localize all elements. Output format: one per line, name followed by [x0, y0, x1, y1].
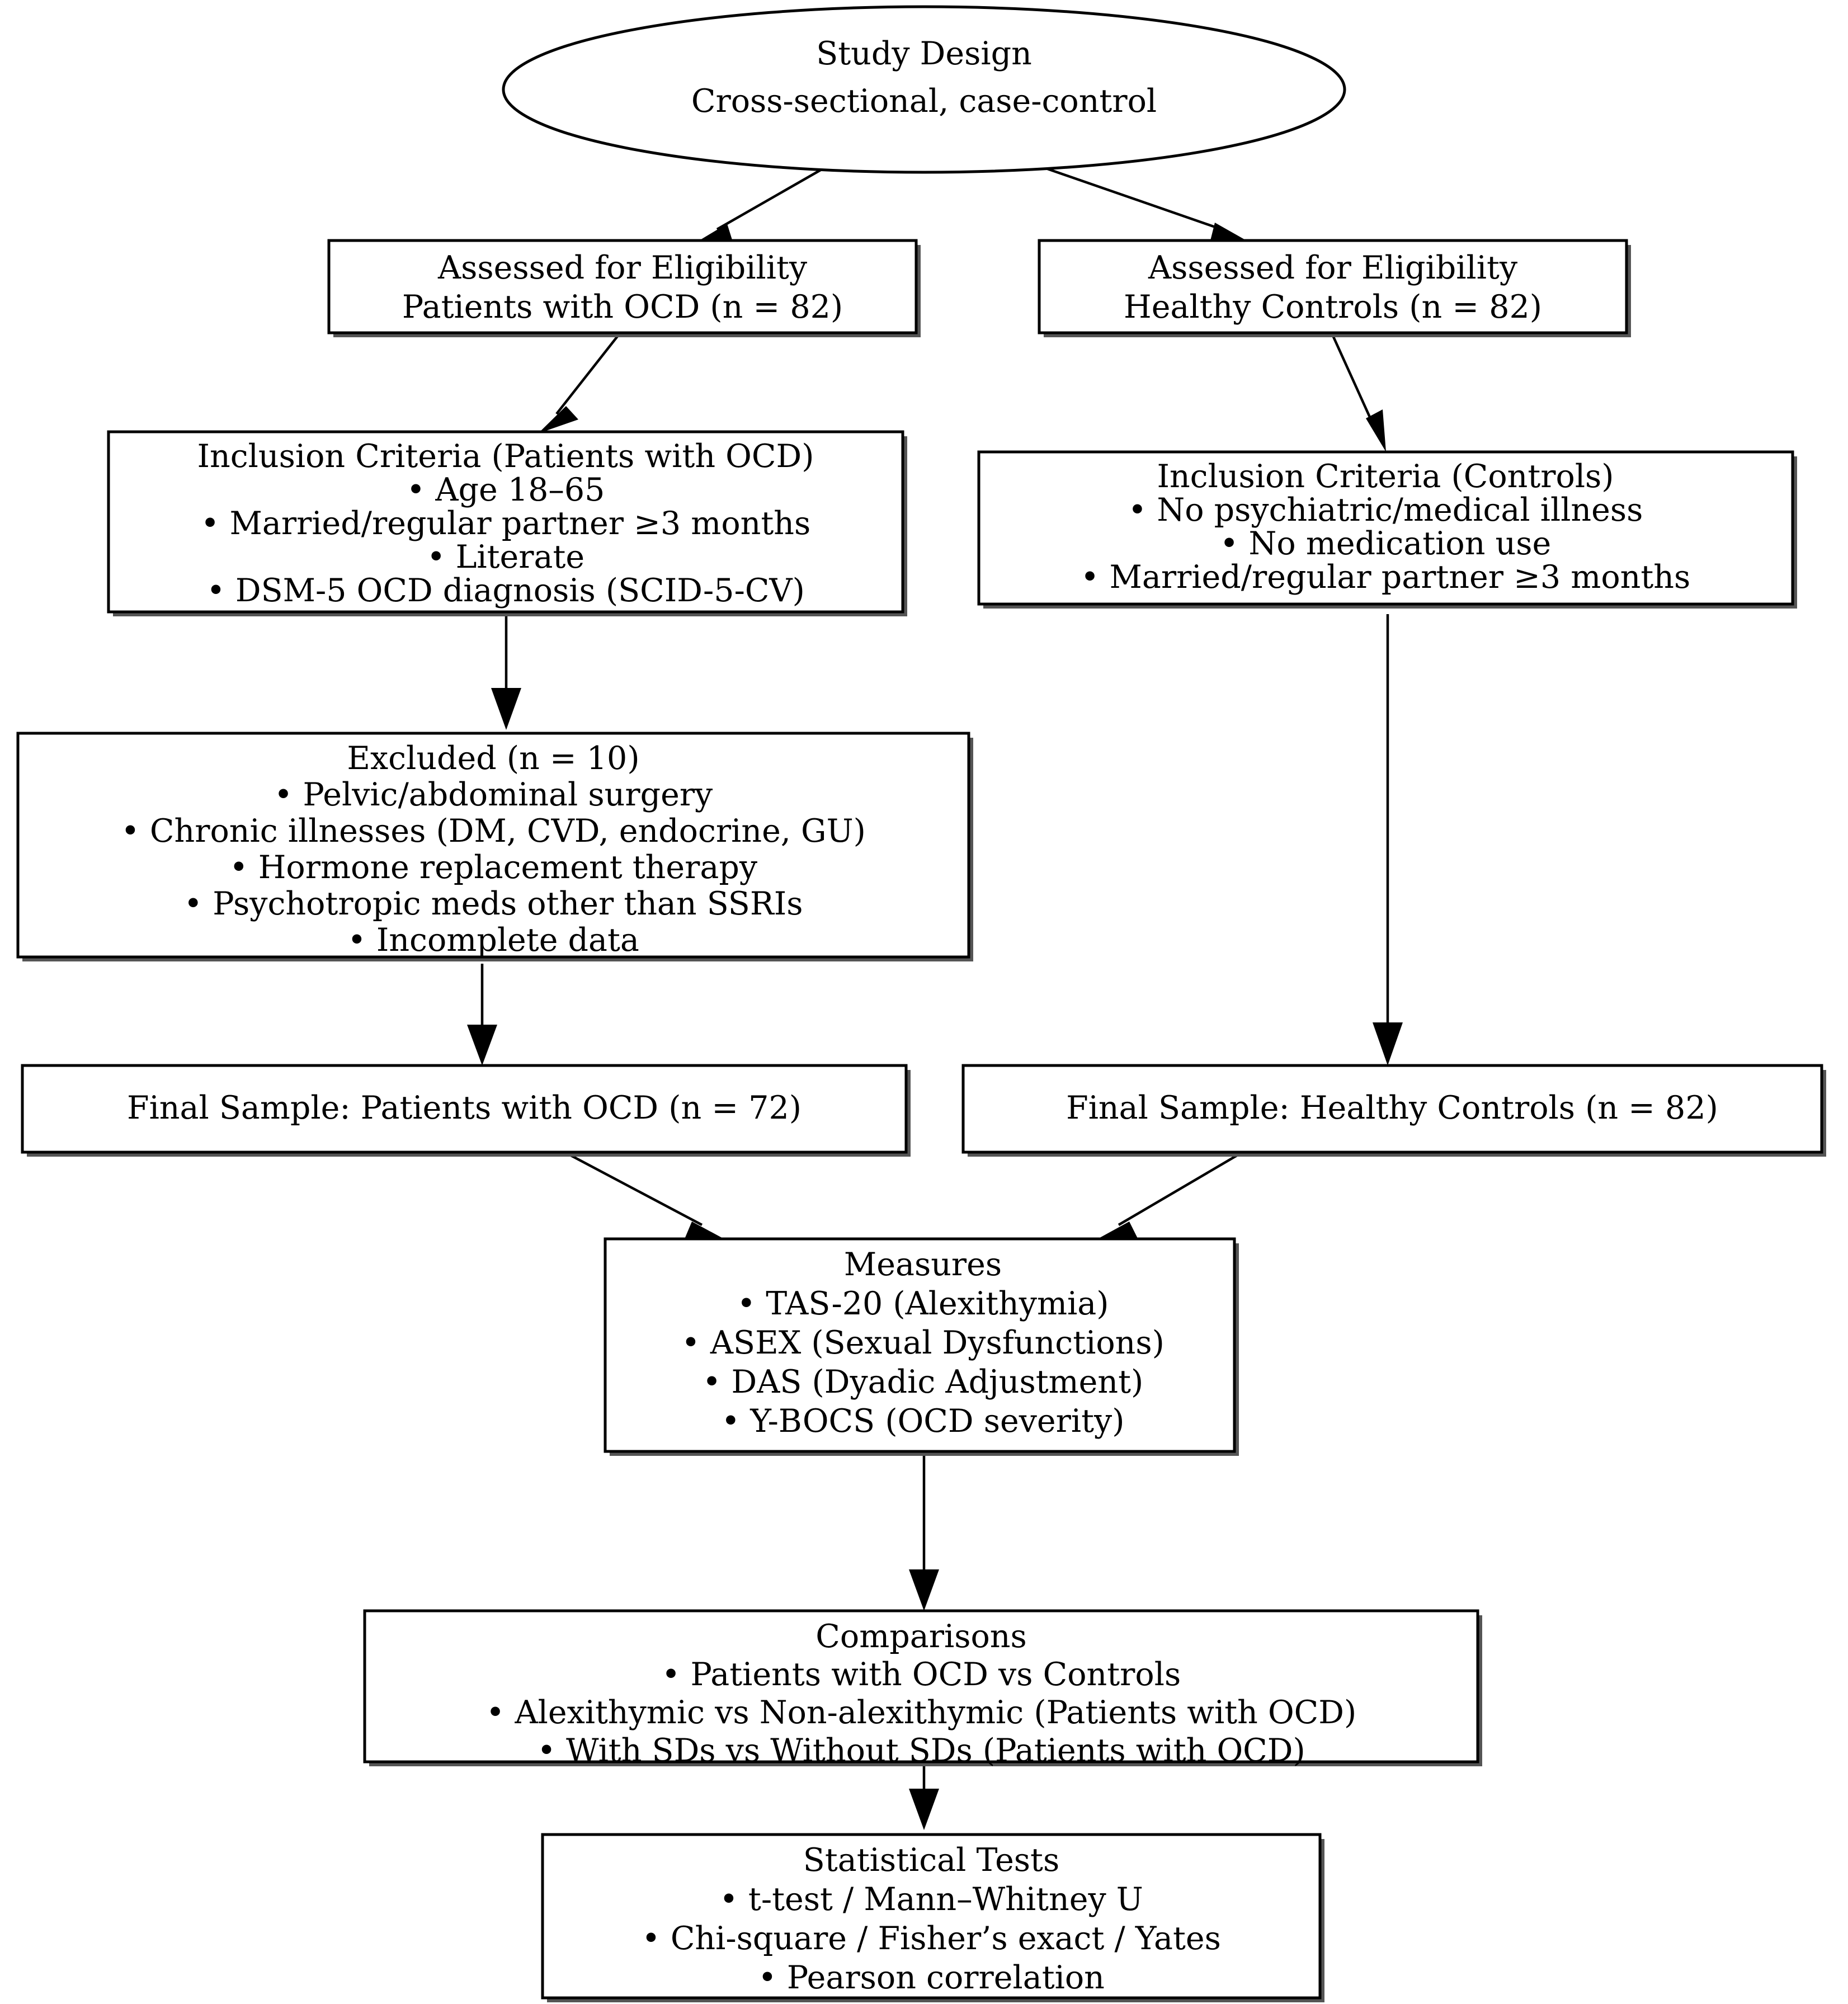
inclusion-controls-line-3: • No medication use — [1220, 525, 1551, 562]
statistical-tests-line-1: Statistical Tests — [803, 1842, 1059, 1879]
excluded-line-5: • Psychotropic meds other than SSRIs — [183, 885, 803, 922]
final-ocd-line-1: Final Sample: Patients with OCD (n = 72) — [127, 1090, 802, 1126]
comparisons-line-3: • Alexithymic vs Non-alexithymic (Patien… — [486, 1694, 1356, 1731]
node-eligibility-ocd[interactable]: Assessed for Eligibility Patients with O… — [327, 239, 921, 337]
statistical-tests-line-4: • Pearson correlation — [758, 1959, 1105, 1996]
eligibility-controls-box — [1038, 239, 1628, 334]
final-ocd-box — [21, 1064, 908, 1154]
excluded-line-3: • Chronic illnesses (DM, CVD, endocrine,… — [121, 813, 866, 850]
excluded-line-6: • Incomplete data — [347, 922, 639, 959]
edge-inclusion-ocd-to-excluded — [491, 610, 521, 730]
comparisons-line-2: • Patients with OCD vs Controls — [662, 1656, 1181, 1693]
statistical-tests-line-3: • Chi-square / Fisher’s exact / Yates — [642, 1920, 1221, 1957]
node-inclusion-ocd[interactable]: Inclusion Criteria (Patients with OCD) •… — [107, 430, 907, 616]
node-final-ocd[interactable]: Final Sample: Patients with OCD (n = 72) — [21, 1064, 911, 1157]
node-eligibility-controls[interactable]: Assessed for Eligibility Healthy Control… — [1038, 239, 1631, 337]
inclusion-ocd-line-3: • Married/regular partner ≥3 months — [201, 505, 811, 542]
node-excluded[interactable]: Excluded (n = 10) • Pelvic/abdominal sur… — [16, 732, 973, 961]
eligibility-ocd-line-2: Patients with OCD (n = 82) — [402, 289, 843, 326]
final-controls-box — [961, 1064, 1823, 1154]
excluded-line-1: Excluded (n = 10) — [347, 740, 639, 777]
node-final-controls[interactable]: Final Sample: Healthy Controls (n = 82) — [961, 1064, 1826, 1157]
excluded-box — [16, 732, 970, 959]
edge-layer — [467, 148, 1403, 1830]
inclusion-controls-line-2: • No psychiatric/medical illness — [1128, 492, 1643, 529]
measures-line-3: • ASEX (Sexual Dysfunctions) — [681, 1324, 1165, 1361]
eligibility-controls-line-2: Healthy Controls (n = 82) — [1124, 289, 1542, 326]
inclusion-ocd-line-5: • DSM-5 OCD diagnosis (SCID-5-CV) — [206, 572, 805, 609]
edge-eligibility-ocd-to-inclusion-ocd — [538, 334, 619, 433]
eligibility-ocd-line-1: Assessed for Eligibility — [437, 249, 808, 286]
comparisons-box — [363, 1609, 1479, 1763]
edge-measures-to-comparisons — [909, 1451, 939, 1611]
edge-eligibility-controls-to-inclusion-controls — [1331, 335, 1386, 452]
edge-final-ocd-to-measures — [558, 1148, 727, 1241]
measures-line-2: • TAS-20 (Alexithymia) — [737, 1285, 1109, 1322]
study-design-line-1: Study Design — [816, 35, 1032, 72]
study-design-ellipse — [502, 5, 1346, 174]
inclusion-controls-line-1: Inclusion Criteria (Controls) — [1157, 458, 1614, 495]
edge-inclusion-controls-to-final-controls — [1373, 614, 1403, 1065]
inclusion-ocd-line-1: Inclusion Criteria (Patients with OCD) — [197, 438, 814, 475]
node-comparisons[interactable]: Comparisons • Patients with OCD vs Contr… — [363, 1609, 1482, 1769]
final-controls-line-1: Final Sample: Healthy Controls (n = 82) — [1066, 1090, 1718, 1126]
node-statistical-tests[interactable]: Statistical Tests • t-test / Mann–Whitne… — [541, 1833, 1324, 2002]
inclusion-controls-box — [977, 450, 1794, 606]
eligibility-controls-line-1: Assessed for Eligibility — [1148, 249, 1518, 286]
statistical-tests-box — [541, 1833, 1322, 2000]
comparisons-line-1: Comparisons — [815, 1618, 1026, 1655]
edge-excluded-to-final-ocd — [467, 964, 497, 1065]
inclusion-ocd-line-4: • Literate — [427, 539, 584, 576]
edge-final-controls-to-measures — [1095, 1148, 1248, 1241]
node-inclusion-controls[interactable]: Inclusion Criteria (Controls) • No psych… — [977, 450, 1797, 609]
inclusion-ocd-box — [107, 430, 904, 614]
excluded-line-2: • Pelvic/abdominal surgery — [274, 776, 713, 813]
study-design-line-2: Cross-sectional, case-control — [691, 83, 1157, 120]
measures-line-1: Measures — [844, 1246, 1002, 1283]
inclusion-ocd-line-2: • Age 18–65 — [407, 471, 605, 508]
node-measures[interactable]: Measures • TAS-20 (Alexithymia) • ASEX (… — [604, 1237, 1239, 1456]
node-study-design[interactable]: Study Design Cross-sectional, case-contr… — [502, 5, 1346, 174]
statistical-tests-line-2: • t-test / Mann–Whitney U — [719, 1881, 1143, 1918]
comparisons-line-4: • With SDs vs Without SDs (Patients with… — [537, 1732, 1305, 1769]
measures-box — [604, 1237, 1236, 1453]
inclusion-controls-line-4: • Married/regular partner ≥3 months — [1081, 559, 1691, 596]
eligibility-ocd-box — [327, 239, 918, 334]
measures-line-4: • DAS (Dyadic Adjustment) — [703, 1364, 1143, 1401]
measures-line-5: • Y-BOCS (OCD severity) — [722, 1403, 1125, 1440]
excluded-line-4: • Hormone replacement therapy — [229, 849, 758, 886]
